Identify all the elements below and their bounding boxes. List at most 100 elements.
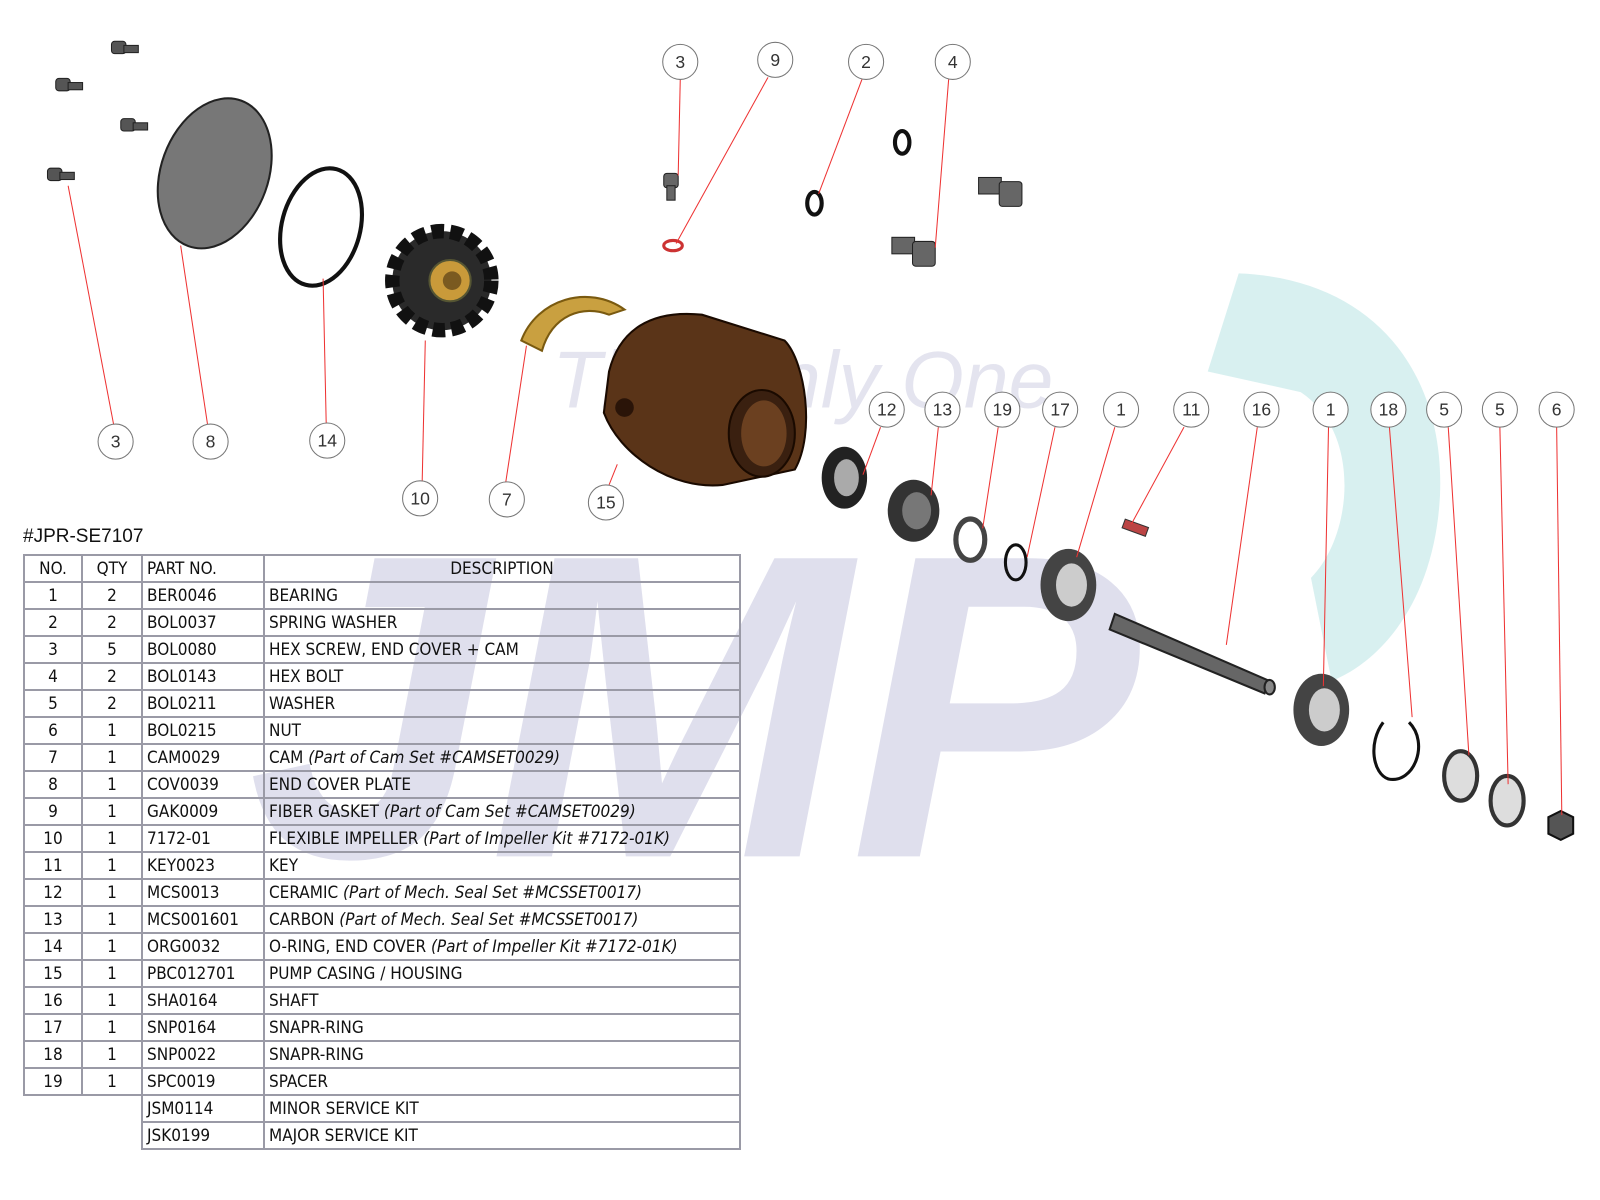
callout: 14 (309, 422, 346, 459)
leader-lines (67, 77, 1563, 816)
ceramic-seal (821, 446, 868, 509)
cell-description: CAM (Part of Cam Set #CAMSET0029) (263, 743, 741, 772)
description-text: SHAFT (269, 990, 319, 1011)
callout: 13 (924, 391, 961, 428)
washer (1442, 749, 1480, 803)
cell-description: SPACER (263, 1067, 741, 1096)
cell-description: CERAMIC (Part of Mech. Seal Set #MCSSET0… (263, 878, 741, 907)
carbon-seal (887, 479, 940, 542)
callout: 17 (1042, 391, 1079, 428)
cell-description: WASHER (263, 689, 741, 718)
cell-part-no: PBC012701 (141, 959, 265, 988)
cell-description: SPRING WASHER (263, 608, 741, 637)
cell-part-no: 7172-01 (141, 824, 265, 853)
key (1121, 518, 1150, 538)
svg-text:3: 3 (675, 52, 685, 72)
cell-qty: 2 (81, 689, 143, 718)
bearing (1040, 548, 1097, 622)
cell-part-no: SNP0164 (141, 1013, 265, 1042)
cell-no: 14 (23, 932, 83, 961)
washer (1488, 773, 1526, 828)
callout: 5 (1426, 391, 1463, 428)
cell-description: SNAPR-RING (263, 1040, 741, 1069)
cam (519, 295, 627, 353)
callout: 19 (984, 391, 1021, 428)
cell-qty: 1 (81, 932, 143, 961)
cell-part-no: GAK0009 (141, 797, 265, 826)
cell-qty: 1 (81, 1040, 143, 1069)
cell-qty: 2 (81, 608, 143, 637)
cell-no: 11 (23, 851, 83, 880)
cell-part-no: BOL0215 (141, 716, 265, 745)
header-no: NO. (23, 554, 83, 583)
cell-qty: 1 (81, 851, 143, 880)
callout: 1 (1312, 391, 1349, 428)
hex-screw-icon (110, 40, 139, 55)
svg-text:3: 3 (111, 432, 121, 452)
cell-part-no: ORG0032 (141, 932, 265, 961)
svg-text:10: 10 (410, 488, 430, 508)
cell-part-no: SNP0022 (141, 1040, 265, 1069)
svg-text:15: 15 (596, 492, 616, 512)
hex-screw-icon (55, 77, 84, 92)
cell-description: SHAFT (263, 986, 741, 1015)
svg-text:18: 18 (1379, 400, 1399, 420)
svg-text:7: 7 (502, 489, 512, 509)
cell-qty: 1 (81, 797, 143, 826)
cell-no: 12 (23, 878, 83, 907)
cell-no: 13 (23, 905, 83, 934)
callout: 3 (97, 423, 134, 460)
blank-cell (24, 1095, 142, 1122)
cell-qty: 1 (81, 716, 143, 745)
cell-qty: 5 (81, 635, 143, 664)
description-text: FLEXIBLE IMPELLER (269, 828, 424, 849)
callout: 9 (757, 41, 794, 78)
cell-part-no: JSK0199 (141, 1121, 265, 1150)
description-text: END COVER PLATE (269, 774, 412, 795)
cell-description: FLEXIBLE IMPELLER (Part of Impeller Kit … (263, 824, 741, 853)
callout: 16 (1243, 391, 1280, 428)
table-header-row: NO. QTY PART NO. DESCRIPTION (23, 554, 741, 583)
cell-part-no: CAM0029 (141, 743, 265, 772)
cell-part-no: SHA0164 (141, 986, 265, 1015)
svg-text:4: 4 (948, 52, 958, 72)
snap-ring-18 (1372, 721, 1421, 781)
callout: 5 (1481, 391, 1518, 428)
svg-text:16: 16 (1252, 400, 1272, 420)
svg-text:13: 13 (933, 400, 953, 420)
blank-cell (24, 1122, 142, 1149)
cell-no: 4 (23, 662, 83, 691)
description-text: NUT (269, 720, 301, 741)
cell-part-no: BOL0037 (141, 608, 265, 637)
svg-text:11: 11 (1182, 400, 1200, 420)
cell-part-no: JSM0114 (141, 1094, 265, 1123)
cell-qty: 1 (81, 905, 143, 934)
description-text: SPRING WASHER (269, 612, 398, 633)
svg-text:6: 6 (1552, 400, 1562, 420)
snap-ring-17 (1003, 543, 1028, 582)
header-description: DESCRIPTION (263, 554, 741, 583)
description-note: (Part of Cam Set #CAMSET0029) (308, 747, 561, 768)
impeller-icon (385, 223, 499, 338)
hex-screw-icon (663, 172, 679, 201)
pump-casing (602, 312, 808, 487)
cell-description: PUMP CASING / HOUSING (263, 959, 741, 988)
o-ring-end-cover (278, 166, 365, 288)
shaft (1108, 612, 1276, 696)
cell-no: 9 (23, 797, 83, 826)
spring-washer (892, 128, 912, 156)
callout: 2 (848, 43, 885, 80)
description-text: KEY (269, 855, 299, 876)
description-text: WASHER (269, 693, 336, 714)
cell-description: SNAPR-RING (263, 1013, 741, 1042)
cell-part-no: COV0039 (141, 770, 265, 799)
cell-no: 7 (23, 743, 83, 772)
cell-description: NUT (263, 716, 741, 745)
